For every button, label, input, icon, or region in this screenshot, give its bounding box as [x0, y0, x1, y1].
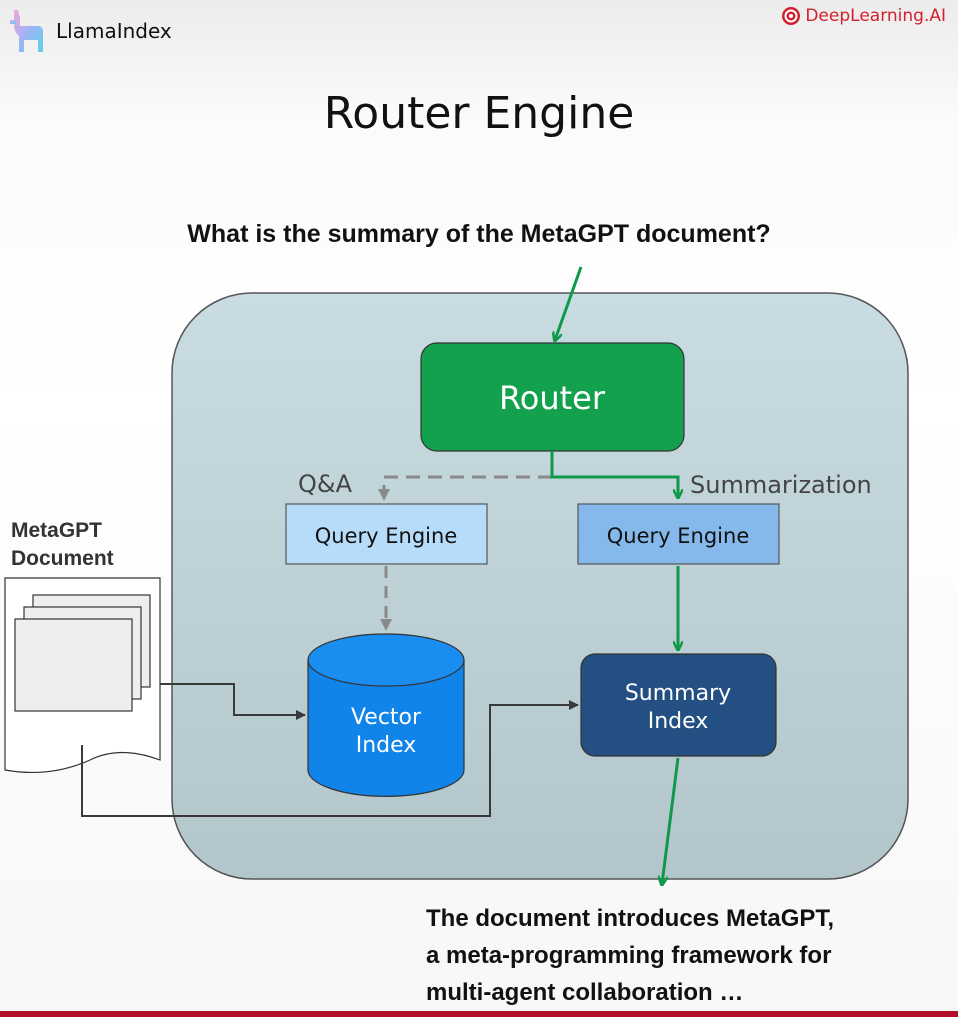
query-engine-right-label: Query Engine — [607, 524, 749, 548]
summarization-route-arrow — [550, 451, 678, 497]
query-engine-right-box — [577, 503, 780, 565]
summary-index-label-line1: Summary — [625, 681, 731, 706]
bottom-accent-bar — [0, 1011, 958, 1017]
left-brand-name: LlamaIndex — [56, 19, 172, 43]
document-label-line1: MetaGPT — [11, 519, 103, 542]
summarization-route-label: Summarization — [690, 471, 872, 499]
answer-text: The document introduces MetaGPT, a meta-… — [426, 900, 946, 1011]
document-to-vector-connector — [160, 683, 306, 720]
answer-line-3: multi-agent collaboration … — [426, 979, 744, 1006]
right-brand-name: DeepLearning.AI — [805, 6, 946, 26]
deeplearning-logo-icon — [782, 7, 801, 25]
answer-line-2: a meta-programming framework for — [426, 942, 832, 969]
metagpt-document-label: MetaGPT Document — [11, 517, 114, 573]
deeplearning-brand: DeepLearning.AI — [781, 6, 946, 26]
qa-route-label: Q&A — [298, 470, 353, 498]
summary-to-answer-arrow — [662, 757, 680, 884]
vector-index-label-line2: Index — [356, 733, 417, 758]
document-to-summary-connector — [81, 700, 579, 817]
query-question: What is the summary of the MetaGPT docum… — [187, 220, 771, 248]
summary-index-label-line2: Index — [648, 709, 709, 734]
router-label: Router — [499, 379, 606, 417]
page-title: Router Engine — [323, 88, 635, 139]
vector-index-cylinder — [307, 633, 465, 797]
document-label-line2: Document — [11, 547, 114, 570]
answer-line-1: The document introduces MetaGPT, — [426, 905, 835, 932]
query-engine-left-box — [285, 503, 488, 565]
metagpt-document-icon — [4, 577, 161, 774]
query-engine-left-label: Query Engine — [315, 524, 457, 548]
vector-index-label-line1: Vector — [351, 705, 422, 730]
question-arrow — [555, 266, 583, 340]
llamaindex-brand: LlamaIndex — [8, 6, 172, 56]
summary-index-box — [580, 653, 777, 757]
llama-icon — [10, 10, 43, 52]
qa-route-arrow — [378, 475, 552, 501]
